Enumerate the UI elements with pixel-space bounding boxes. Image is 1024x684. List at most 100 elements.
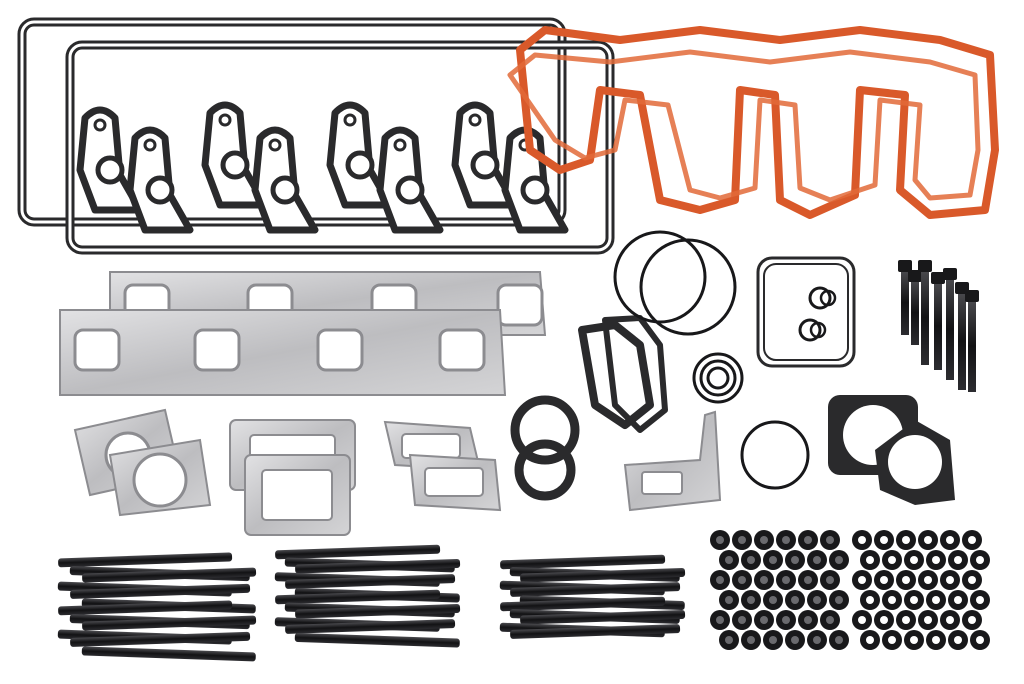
flange-nut <box>754 610 774 630</box>
washer <box>904 630 924 650</box>
washer <box>940 530 960 550</box>
intake-gasket-square-2 <box>244 454 351 536</box>
washer <box>918 530 938 550</box>
intake-seal-gasket-square <box>756 256 856 368</box>
washer <box>904 550 924 570</box>
flange-nut <box>741 550 761 570</box>
flange-nut <box>732 610 752 630</box>
washer <box>926 590 946 610</box>
washer <box>882 550 902 570</box>
o-ring-set-small <box>692 352 744 404</box>
washer <box>970 550 990 570</box>
washer <box>962 530 982 550</box>
washer <box>882 590 902 610</box>
washer <box>860 590 880 610</box>
o-ring-large-2 <box>639 238 737 336</box>
stud <box>285 574 456 589</box>
flange-nut <box>732 570 752 590</box>
washer <box>852 570 872 590</box>
flange-nut <box>776 530 796 550</box>
flange-nut <box>807 630 827 650</box>
flange-nut <box>829 630 849 650</box>
flange-nut <box>829 550 849 570</box>
manifold-port <box>73 328 121 372</box>
manifold-port <box>496 283 544 327</box>
washer <box>940 570 960 590</box>
washer <box>904 590 924 610</box>
flange-nut <box>820 530 840 550</box>
head-bolt <box>918 260 932 365</box>
washer <box>874 570 894 590</box>
washer <box>918 570 938 590</box>
flange-nut <box>798 610 818 630</box>
washer <box>926 630 946 650</box>
turbo-flange-gasket-figure8 <box>510 395 580 501</box>
flange-nut <box>763 590 783 610</box>
stud <box>295 603 461 619</box>
stud <box>82 615 257 631</box>
washer <box>970 630 990 650</box>
manifold-port <box>193 328 241 372</box>
stud <box>510 624 681 639</box>
stud <box>500 554 666 570</box>
washer <box>962 610 982 630</box>
stud <box>81 646 256 662</box>
flange-nut <box>820 610 840 630</box>
egr-gasket-2 <box>408 453 502 512</box>
injector-tab <box>326 101 394 209</box>
injector-tab <box>201 101 269 209</box>
stud <box>285 619 456 634</box>
flange-nut <box>710 530 730 550</box>
exhaust-stud-bundle-1 <box>57 552 257 662</box>
washer <box>962 570 982 590</box>
flange-nut <box>710 610 730 630</box>
o-ring-medium <box>740 420 810 490</box>
flange-nut <box>776 610 796 630</box>
flange-nut <box>798 530 818 550</box>
stud <box>70 583 251 599</box>
injector-tab <box>76 106 144 214</box>
washer <box>940 610 960 630</box>
head-bolt <box>943 268 957 380</box>
exhaust-stud-bundle-2 <box>274 544 461 648</box>
flange-nut <box>754 570 774 590</box>
injector-tab <box>251 126 319 234</box>
stud <box>520 567 686 583</box>
washer <box>948 550 968 570</box>
flange-nut-pile <box>710 530 849 650</box>
flange-nut <box>719 550 739 570</box>
washer <box>918 610 938 630</box>
washer <box>948 630 968 650</box>
washer <box>852 610 872 630</box>
valve-cover-gasket-orange-2 <box>507 49 981 203</box>
washer <box>860 630 880 650</box>
washer <box>896 530 916 550</box>
stud <box>82 567 257 583</box>
flange-nut <box>732 530 752 550</box>
stud <box>510 582 681 597</box>
flange-nut <box>798 570 818 590</box>
head-bolt <box>965 290 979 392</box>
flange-nut <box>763 550 783 570</box>
head-bolt <box>931 272 945 370</box>
washer <box>896 610 916 630</box>
flange-nut <box>763 630 783 650</box>
washer <box>874 610 894 630</box>
head-bolt-group-long <box>898 260 979 392</box>
stud <box>70 631 251 647</box>
flange-nut <box>710 570 730 590</box>
manifold-port <box>438 328 486 372</box>
flange-nut <box>741 590 761 610</box>
injector-tab <box>376 126 444 234</box>
washer <box>948 590 968 610</box>
manifold-port <box>316 328 364 372</box>
stud <box>58 552 233 568</box>
flange-nut <box>754 530 774 550</box>
washer <box>926 550 946 570</box>
washer <box>852 530 872 550</box>
injector-tab <box>501 126 569 234</box>
washer <box>860 550 880 570</box>
flange-nut <box>741 630 761 650</box>
